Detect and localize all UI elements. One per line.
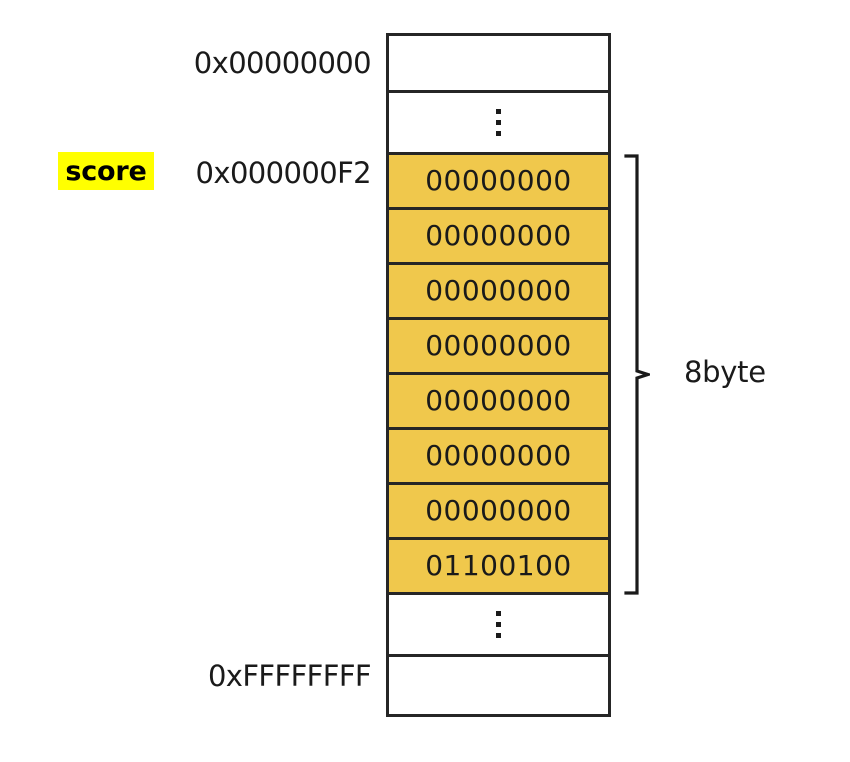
address-label-bottom: 0xFFFFFFFF [207, 659, 372, 693]
vertical-ellipsis-icon [496, 611, 501, 638]
memory-byte-value: 00000000 [425, 164, 572, 197]
memory-byte-row: 01100100 [389, 540, 608, 595]
memory-blank-row [389, 36, 608, 93]
memory-byte-value: 00000000 [425, 274, 572, 307]
memory-ellipsis-row [389, 93, 608, 155]
byte-span-bracket [624, 153, 650, 596]
byte-size-label: 8byte [684, 355, 766, 389]
vertical-ellipsis-icon [496, 109, 501, 136]
memory-byte-value: 00000000 [425, 219, 572, 252]
memory-byte-value: 01100100 [425, 549, 572, 582]
memory-table: 00000000 00000000 00000000 00000000 00000000… [386, 33, 611, 717]
memory-byte-row: 00000000 [389, 320, 608, 375]
memory-byte-row: 00000000 [389, 155, 608, 210]
memory-byte-value: 00000000 [425, 494, 572, 527]
memory-byte-value: 00000000 [425, 329, 572, 362]
address-label-variable: 0x000000F2 [195, 156, 372, 190]
memory-byte-row: 00000000 [389, 210, 608, 265]
variable-name-highlight: score [58, 152, 154, 190]
address-label-top: 0x00000000 [193, 46, 372, 80]
address-label-column: 0x00000000 0x000000F2 0xFFFFFFFF [0, 0, 372, 762]
memory-byte-row: 00000000 [389, 375, 608, 430]
memory-ellipsis-row [389, 595, 608, 657]
memory-byte-row: 00000000 [389, 430, 608, 485]
memory-blank-row [389, 657, 608, 714]
memory-byte-value: 00000000 [425, 384, 572, 417]
variable-name-text: score [65, 155, 147, 187]
memory-byte-row: 00000000 [389, 265, 608, 320]
memory-byte-row: 00000000 [389, 485, 608, 540]
memory-byte-value: 00000000 [425, 439, 572, 472]
